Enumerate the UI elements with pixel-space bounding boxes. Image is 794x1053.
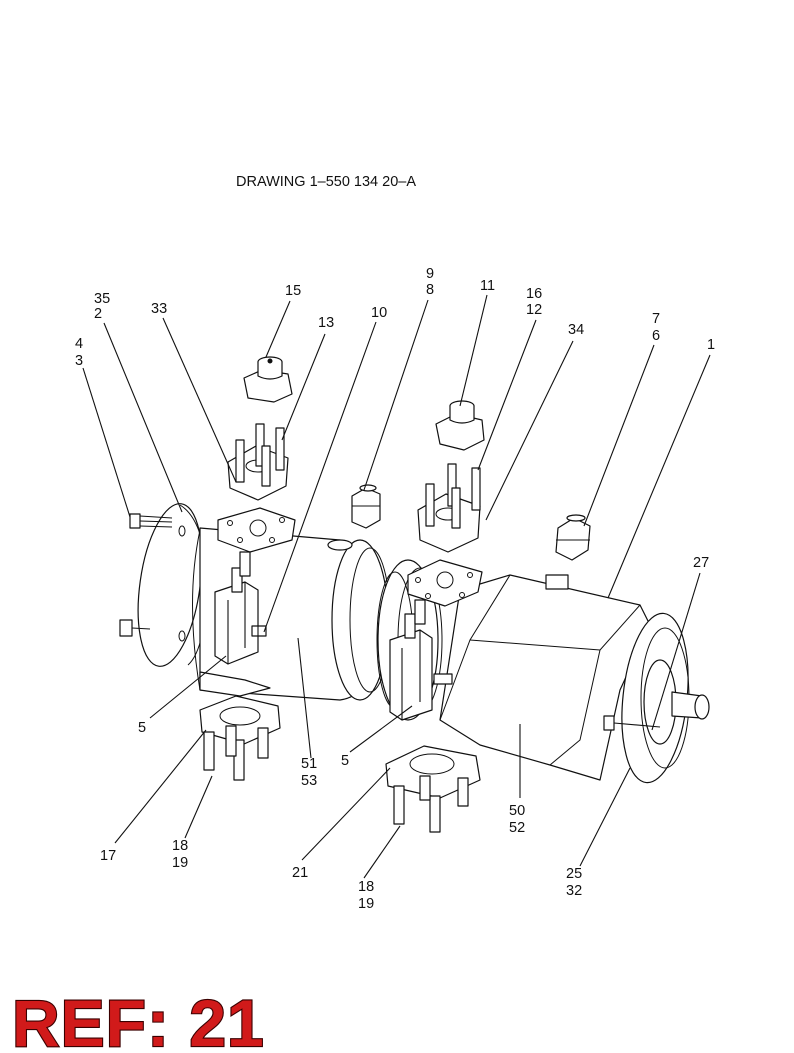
callout-16: 16 [526,286,542,302]
callout-7: 7 [652,311,660,327]
motor-body [389,559,651,781]
callout-15: 15 [285,283,301,299]
callout-35: 35 [94,291,110,307]
leader-lines [82,294,711,879]
callout-9: 9 [426,266,434,282]
callout-5-right: 5 [341,753,349,769]
left-end-flange [119,503,209,667]
callout-27: 27 [693,555,709,571]
callout-25: 25 [566,866,582,882]
callout-11: 11 [480,278,495,294]
callout-10: 10 [371,305,387,321]
callout-12: 12 [526,302,542,318]
left-housing [192,507,391,701]
callout-5-left: 5 [138,720,146,736]
callout-53: 53 [301,773,317,789]
fitting-6-7 [555,514,591,561]
right-port-hardware [417,400,485,553]
callout-18-left: 18 [172,838,188,854]
callout-3: 3 [75,353,83,369]
callout-4: 4 [75,336,83,352]
right-bottom-flange [385,745,481,833]
callout-34: 34 [568,322,584,338]
callout-19-right: 19 [358,896,374,912]
drawing-title: DRAWING 1–550 134 20–A [236,174,416,190]
reference-badge: REF: 21 [12,986,265,1053]
callout-18-right: 18 [358,879,374,895]
callout-labels: 35 2 4 3 33 15 13 10 9 8 11 16 12 34 7 6… [75,266,715,912]
callout-52: 52 [509,820,525,836]
callout-1: 1 [707,337,715,353]
callout-51: 51 [301,756,317,772]
callout-8: 8 [426,282,434,298]
callout-2: 2 [94,306,102,322]
callout-6: 6 [652,328,660,344]
line-art [82,294,711,879]
callout-32: 32 [566,883,582,899]
callout-50: 50 [509,803,525,819]
callout-21: 21 [292,865,308,881]
right-end-flange [603,612,710,784]
fitting-8-9 [351,484,381,529]
callout-19-left: 19 [172,855,188,871]
left-port-hardware [227,356,293,501]
callout-13: 13 [318,315,334,331]
left-bottom-flange [199,695,281,781]
callout-33: 33 [151,301,167,317]
callout-17: 17 [100,848,116,864]
